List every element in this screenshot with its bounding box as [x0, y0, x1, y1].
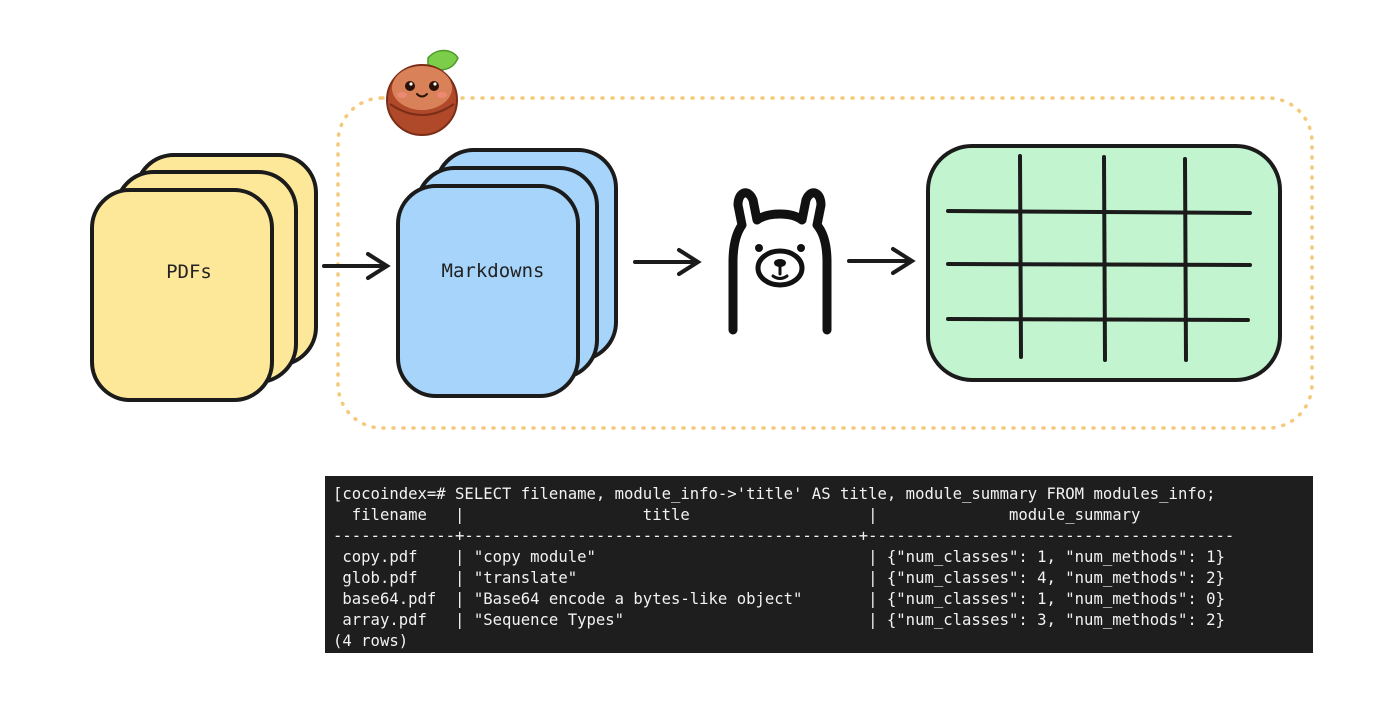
pipeline-boundary — [336, 96, 1314, 430]
table-grid-icon — [926, 144, 1282, 382]
table-separator-line: -------------+--------------------------… — [333, 527, 1235, 545]
arrow-right-icon — [847, 247, 916, 275]
coconut-mascot-icon — [386, 49, 459, 136]
arrow-right-icon — [633, 248, 702, 276]
markdown-stack-label: Markdowns — [442, 260, 545, 282]
sql-prompt-line: [cocoindex=# SELECT filename, module_inf… — [333, 485, 1216, 503]
arrow-right-icon — [322, 252, 391, 280]
pdf-stack: PDFs — [90, 153, 318, 402]
pdf-stack-label: PDFs — [166, 261, 212, 283]
terminal-output: [cocoindex=# SELECT filename, module_inf… — [325, 476, 1313, 653]
table-header-line: filename | title | module_summary — [333, 506, 1141, 524]
row-count-line: (4 rows) — [333, 632, 409, 650]
markdown-stack: Markdowns — [396, 148, 618, 398]
table-row: base64.pdf | "Base64 encode a bytes-like… — [333, 590, 1225, 608]
table-row: array.pdf | "Sequence Types" | {"num_cla… — [333, 611, 1225, 629]
pipeline-diagram: PDFs Markdowns — [90, 49, 1314, 430]
table-row: glob.pdf | "translate" | {"num_classes":… — [333, 569, 1225, 587]
llama-icon — [728, 188, 832, 335]
table-row: copy.pdf | "copy module" | {"num_classes… — [333, 548, 1225, 566]
